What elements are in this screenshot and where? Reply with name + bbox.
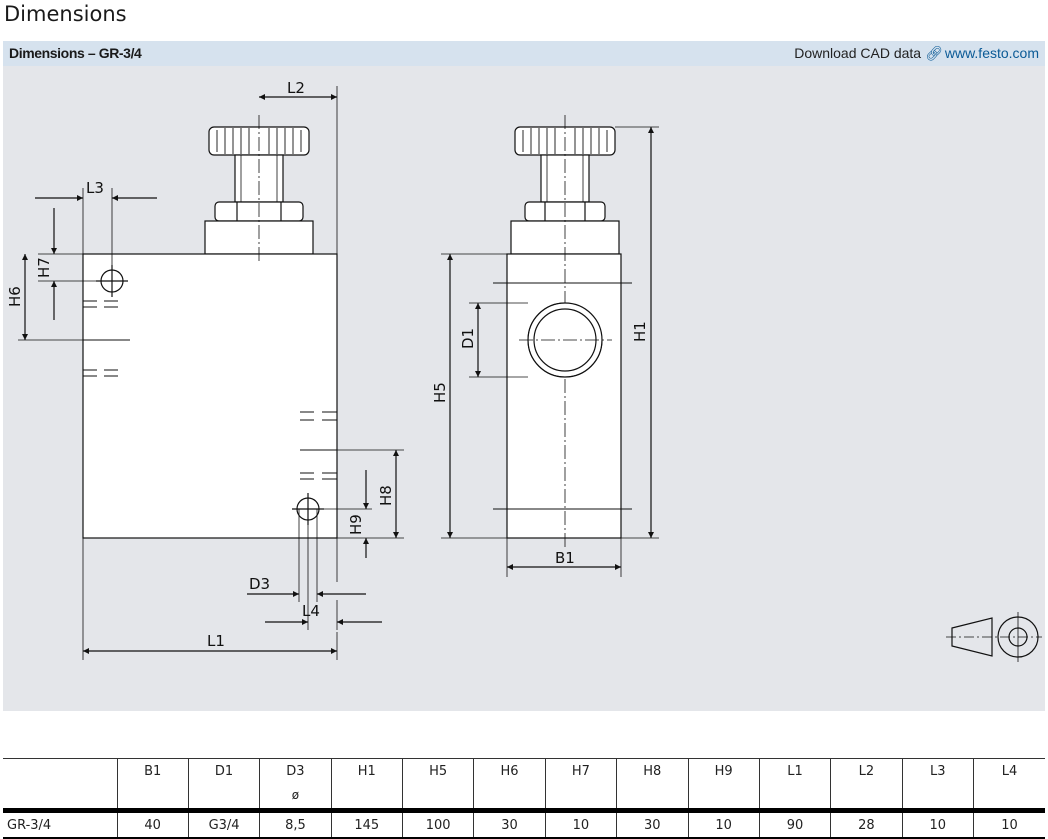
label-h9: H9: [347, 514, 365, 535]
diameter-symbol: ø: [291, 788, 300, 802]
header-cell: L4: [973, 758, 1045, 813]
table-cell: 145: [330, 810, 403, 839]
dimension-drawing-panel: Dimensions – GR-3/4 Download CAD data🔗︎w…: [3, 41, 1045, 711]
table-cell: 10: [901, 810, 974, 839]
label-d3: D3: [249, 575, 270, 593]
label-l2: L2: [287, 79, 305, 97]
label-h5: H5: [431, 382, 449, 403]
header-cell: H6: [473, 758, 546, 813]
table-cell: 30: [616, 810, 688, 839]
header-cell: H8: [616, 758, 688, 813]
label-l1: L1: [207, 632, 225, 650]
header-cell: L2: [830, 758, 903, 813]
table-cell: 28: [830, 810, 903, 839]
table-cell: 8,5: [259, 810, 332, 839]
panel-title: Dimensions – GR-3/4: [9, 45, 142, 61]
table-cell: 40: [116, 810, 189, 839]
row-label: GR-3/4: [3, 810, 117, 839]
label-l3: L3: [86, 179, 104, 197]
header-cell: L1: [758, 758, 831, 813]
festo-link[interactable]: www.festo.com: [944, 45, 1039, 61]
label-d1: D1: [459, 328, 477, 349]
table-cell: 10: [973, 810, 1045, 839]
label-h7: H7: [35, 257, 53, 278]
table-cell: 90: [758, 810, 831, 839]
download-cad: Download CAD data🔗︎www.festo.com: [794, 45, 1039, 62]
table-cell: G3/4: [187, 810, 260, 839]
header-cell: [3, 758, 117, 813]
header-cell: D1: [187, 758, 260, 813]
label-l4: L4: [302, 602, 320, 620]
table-cell: 100: [401, 810, 474, 839]
table-cell: 30: [473, 810, 546, 839]
link-icon: 🔗︎: [925, 45, 943, 61]
header-cell: H9: [687, 758, 760, 813]
page-title: Dimensions: [4, 2, 127, 26]
technical-drawing: L2 L3 L4 L1 D3 B1 H7 H6 H8 H9 D1 H5 H1: [6, 79, 1042, 662]
header-cell: H1: [330, 758, 403, 813]
header-cell: B1: [116, 758, 189, 813]
valve-body-side: [82, 253, 338, 539]
label-h8: H8: [377, 485, 395, 506]
projection-symbol-icon: [946, 612, 1042, 662]
table-row: GR-3/4 40 G3/4 8,5 145 100 30 10 30 10 9…: [3, 810, 1045, 839]
table-cell: 10: [544, 810, 617, 839]
download-cad-label: Download CAD data: [794, 45, 922, 61]
header-cell: L3: [901, 758, 974, 813]
header-cell: H7: [544, 758, 617, 813]
header-cell: H5: [401, 758, 474, 813]
table-cell: 10: [687, 810, 760, 839]
valve-body-front: [506, 253, 622, 539]
label-h1: H1: [631, 321, 649, 342]
label-b1: B1: [555, 549, 575, 567]
panel-header: Dimensions – GR-3/4 Download CAD data🔗︎w…: [3, 41, 1045, 66]
label-h6: H6: [6, 286, 24, 307]
